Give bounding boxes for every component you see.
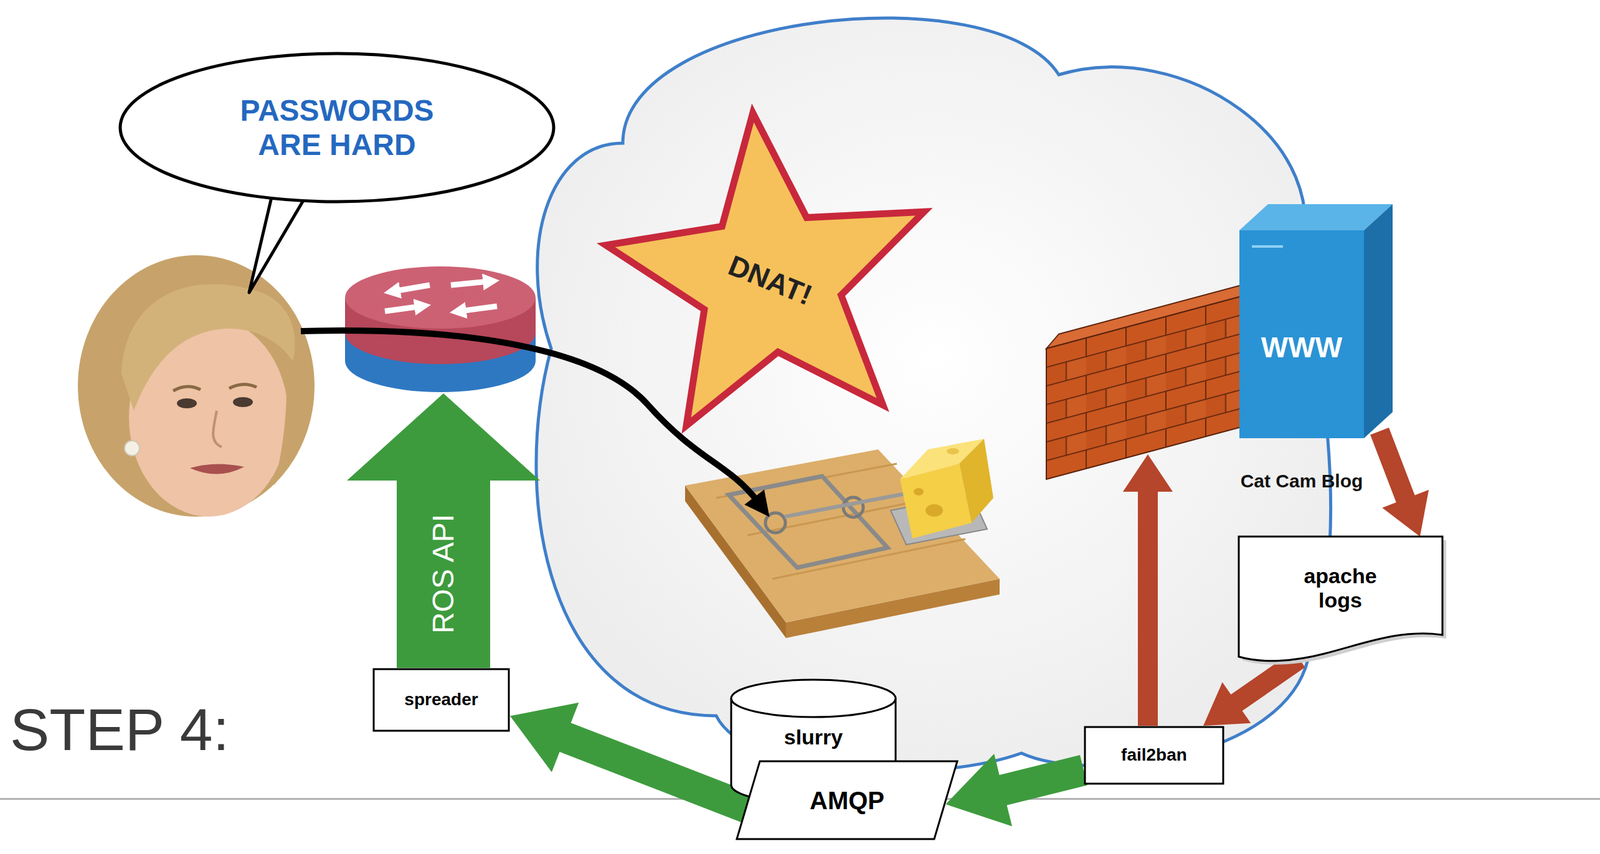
process-text: fail2ban xyxy=(1083,726,1225,786)
router-arrow xyxy=(450,281,490,286)
document-text: apache logs xyxy=(1284,551,1397,626)
nose xyxy=(213,411,222,448)
process-box: fail2ban xyxy=(1083,726,1225,786)
cheese-front xyxy=(899,463,972,539)
mousetrap xyxy=(685,439,1000,639)
speech-bubble: PASSWORDS ARE HARD xyxy=(117,51,557,205)
speech-bubble-shape xyxy=(117,51,557,205)
burst-star: DNAT! xyxy=(596,105,945,455)
web-server-shape xyxy=(1239,204,1393,439)
flow-arrow xyxy=(510,703,749,810)
arrow-head xyxy=(1382,490,1429,537)
step-heading: STEP 4: xyxy=(9,697,230,763)
hair-side xyxy=(274,348,297,486)
flow-arrow xyxy=(1203,659,1300,727)
flow-arrow xyxy=(1379,431,1429,537)
hair xyxy=(77,255,315,517)
speech-text: PASSWORDS ARE HARD xyxy=(218,93,456,162)
cheese-hole xyxy=(913,488,924,496)
eye xyxy=(232,397,253,408)
eye xyxy=(176,398,197,409)
earring xyxy=(124,440,140,456)
web-server: WWWCat Cam Blog xyxy=(1239,204,1393,439)
server-caption: Cat Cam Blog xyxy=(1220,468,1383,494)
server-front xyxy=(1239,230,1364,439)
queue-parallelogram: AMQP xyxy=(734,759,960,842)
api-arrow xyxy=(346,393,540,669)
server-slot xyxy=(1251,245,1283,248)
cheese-hole xyxy=(946,448,960,455)
arrow-shaft xyxy=(994,770,1084,793)
router-arrow xyxy=(393,285,430,292)
cylinder-rim xyxy=(731,698,896,718)
server-side xyxy=(1363,204,1393,439)
firewall-wall xyxy=(1046,281,1255,480)
database-text: slurry xyxy=(729,723,898,753)
router-arrow xyxy=(459,306,498,312)
bubble-outline xyxy=(120,53,554,202)
log-document: apache logs xyxy=(1237,535,1444,664)
document-outline xyxy=(1238,536,1443,662)
router-arrow xyxy=(384,306,422,312)
arrow-shaft xyxy=(1379,431,1408,506)
router-top xyxy=(345,266,536,329)
mouth xyxy=(189,463,245,474)
wall-bricks xyxy=(1046,296,1243,480)
trap-spring xyxy=(765,513,786,534)
arrow-head xyxy=(1203,682,1251,727)
bangs xyxy=(121,284,295,412)
process-text: spreader xyxy=(372,668,511,733)
server-text: WWW xyxy=(1239,322,1364,373)
cloud-outline xyxy=(536,18,1331,772)
brow xyxy=(173,386,201,392)
block-arrow xyxy=(1122,454,1173,727)
star-outline xyxy=(605,113,925,427)
brow xyxy=(229,384,257,389)
arrow-shaft xyxy=(1231,659,1300,707)
flow-arrow xyxy=(945,754,1084,827)
user-face xyxy=(77,255,315,517)
cheese-hole xyxy=(925,504,943,517)
arrow-head xyxy=(510,703,579,773)
trap-spring xyxy=(843,497,864,518)
trap-hammer xyxy=(728,476,888,569)
queue-text: AMQP xyxy=(747,759,947,842)
process-box: spreader xyxy=(372,668,511,733)
arrow-label: ROS API xyxy=(427,514,461,635)
bubble-tail xyxy=(249,186,312,293)
arrow-shaft xyxy=(556,734,748,809)
